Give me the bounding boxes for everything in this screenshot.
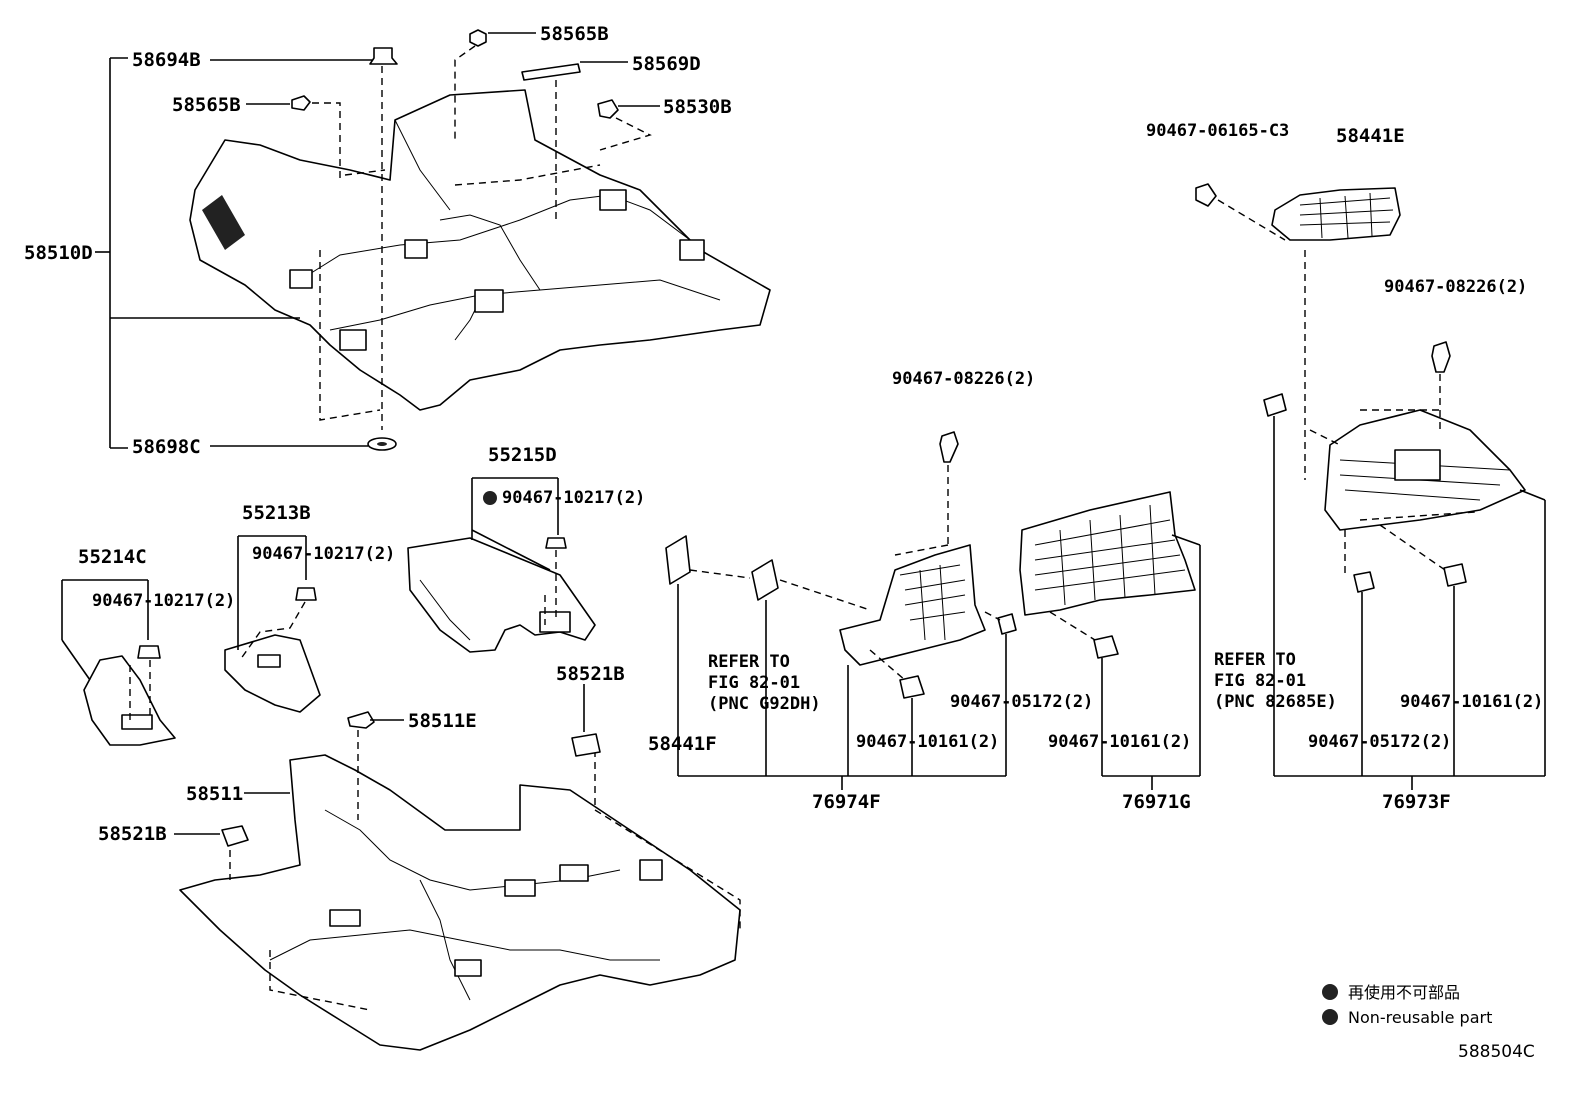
refer-left-line3: (PNC G92DH) bbox=[708, 694, 821, 714]
label-90467-05172-b: 90467-05172(2) bbox=[1308, 732, 1451, 752]
legend-english: Non-reusable part bbox=[1348, 1008, 1492, 1027]
label-76974F: 76974F bbox=[812, 791, 881, 813]
label-90467-10161-b: 90467-10161(2) bbox=[1048, 732, 1191, 752]
label-58694B: 58694B bbox=[132, 49, 201, 71]
label-58565B-left: 58565B bbox=[172, 94, 241, 116]
label-58565B-top: 58565B bbox=[540, 23, 609, 45]
label-90467-08226-mid: 90467-08226(2) bbox=[892, 369, 1035, 389]
group-76974F bbox=[665, 431, 1017, 790]
label-90467-10217-a: 90467-10217(2) bbox=[502, 488, 645, 508]
label-90467-06165-C3: 90467-06165-C3 bbox=[1146, 121, 1289, 141]
label-76973F: 76973F bbox=[1382, 791, 1451, 813]
label-58569D: 58569D bbox=[632, 53, 701, 75]
refer-right-line2: FIG 82-01 bbox=[1214, 671, 1306, 691]
refer-right-line1: REFER TO bbox=[1214, 650, 1296, 670]
floor-carpet-rear-assembly bbox=[179, 750, 741, 1051]
label-90467-05172-a: 90467-05172(2) bbox=[950, 692, 1093, 712]
legend-bullet-icon bbox=[1322, 984, 1338, 1000]
label-90467-10161-c: 90467-10161(2) bbox=[1400, 692, 1543, 712]
floor-carpet-front-assembly bbox=[189, 89, 771, 421]
label-55213B: 55213B bbox=[242, 502, 311, 524]
label-58698C: 58698C bbox=[132, 436, 201, 458]
legend: 再使用不可部品 Non-reusable part bbox=[1322, 983, 1492, 1027]
label-58511E: 58511E bbox=[408, 710, 477, 732]
legend-japanese: 再使用不可部品 bbox=[1348, 983, 1460, 1002]
pad-55214C bbox=[61, 579, 176, 746]
pad-55215D bbox=[407, 477, 596, 653]
label-55215D: 55215D bbox=[488, 444, 557, 466]
label-58521B-left: 58521B bbox=[98, 823, 167, 845]
label-58521B-top: 58521B bbox=[556, 663, 625, 685]
refer-left-line2: FIG 82-01 bbox=[708, 673, 800, 693]
label-76971G: 76971G bbox=[1122, 791, 1191, 813]
label-55214C: 55214C bbox=[78, 546, 147, 568]
label-58441F: 58441F bbox=[648, 733, 717, 755]
refer-note-right: REFER TO FIG 82-01 (PNC 82685E) bbox=[1214, 650, 1337, 712]
refer-note-left: REFER TO FIG 82-01 (PNC G92DH) bbox=[708, 652, 821, 714]
refer-right-line3: (PNC 82685E) bbox=[1214, 692, 1337, 712]
refer-left-line1: REFER TO bbox=[708, 652, 790, 672]
legend-bullet-icon bbox=[1322, 1009, 1338, 1025]
leaders-58510D bbox=[95, 32, 660, 449]
group-76971G bbox=[1019, 491, 1201, 790]
label-58511: 58511 bbox=[186, 783, 243, 805]
figure-code: 588504C bbox=[1458, 1042, 1535, 1062]
label-58441E: 58441E bbox=[1336, 125, 1405, 147]
fasteners-58511 bbox=[174, 684, 601, 847]
label-90467-10217-c: 90467-10217(2) bbox=[92, 591, 235, 611]
label-90467-08226-right: 90467-08226(2) bbox=[1384, 277, 1527, 297]
group-76973F bbox=[1195, 183, 1546, 790]
label-90467-10217-b: 90467-10217(2) bbox=[252, 544, 395, 564]
label-58510D: 58510D bbox=[24, 242, 93, 264]
label-58530B: 58530B bbox=[663, 96, 732, 118]
fasteners-58510D bbox=[291, 29, 652, 451]
pad-55213B bbox=[224, 535, 321, 713]
label-90467-10161-a: 90467-10161(2) bbox=[856, 732, 999, 752]
